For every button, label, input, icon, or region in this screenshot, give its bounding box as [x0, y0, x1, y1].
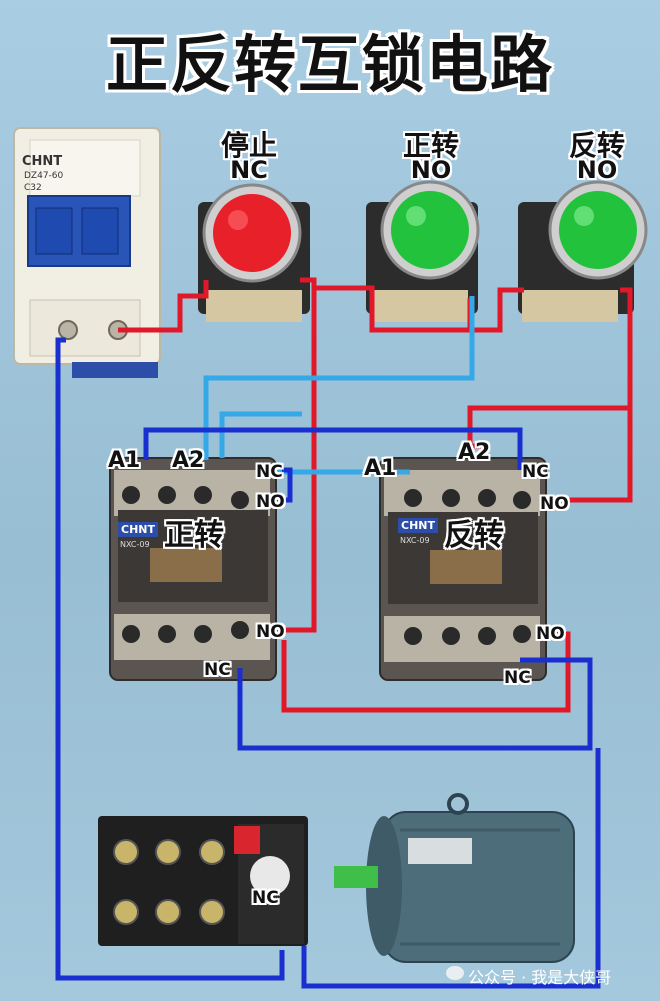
forward-button[interactable]: [366, 180, 480, 322]
reverse-contactor-brand: CHNT: [398, 518, 438, 533]
breaker-brand: CHNT: [22, 154, 63, 169]
breaker-model: DZ47-60: [24, 171, 64, 181]
wires: [55, 277, 633, 989]
forward-nc-label: NC: [256, 462, 283, 482]
stop-button-label: 停止: [220, 129, 277, 162]
reverse-nc-label: NC: [522, 462, 549, 482]
forward-contactor-brand: CHNT: [118, 522, 158, 537]
reverse-button-label: 反转: [568, 129, 625, 162]
overload-nc-label: NC: [252, 888, 279, 908]
forward-contactor: [109, 457, 277, 681]
reverse-button[interactable]: [518, 180, 648, 322]
reverse-contactor-model: NXC-09: [400, 536, 430, 545]
overload-relay: [98, 816, 308, 946]
reverse-contactor: [379, 457, 547, 681]
motor: [334, 793, 575, 963]
reverse-button-contact: NO: [576, 156, 618, 184]
reverse-a2-label: A2: [458, 440, 491, 465]
forward-a2-label: A2: [172, 448, 205, 473]
wechat-icon: [446, 966, 464, 980]
forward-contactor-label: 正转: [164, 518, 224, 553]
breaker-rating: C32: [24, 183, 42, 193]
forward-button-contact: NO: [410, 156, 452, 184]
forward-a1-label: A1: [108, 448, 141, 473]
forward-aux-no-label: NO: [256, 622, 285, 642]
reverse-aux-no-label: NO: [536, 624, 565, 644]
stop-button[interactable]: [198, 183, 310, 322]
forward-aux-nc-label: NC: [204, 660, 231, 680]
reverse-no-label: NO: [540, 494, 569, 514]
reverse-a1-label: A1: [364, 456, 397, 481]
watermark: 公众号 · 我是大侠哥: [468, 968, 612, 987]
forward-contactor-model: NXC-09: [120, 540, 150, 549]
page-title: 正反转互锁电路: [105, 28, 554, 101]
reverse-contactor-label: 反转: [444, 518, 504, 553]
reverse-aux-nc-label: NC: [504, 668, 531, 688]
forward-button-label: 正转: [402, 129, 459, 162]
forward-no-label: NO: [256, 492, 285, 512]
stop-button-contact: NC: [230, 156, 268, 184]
